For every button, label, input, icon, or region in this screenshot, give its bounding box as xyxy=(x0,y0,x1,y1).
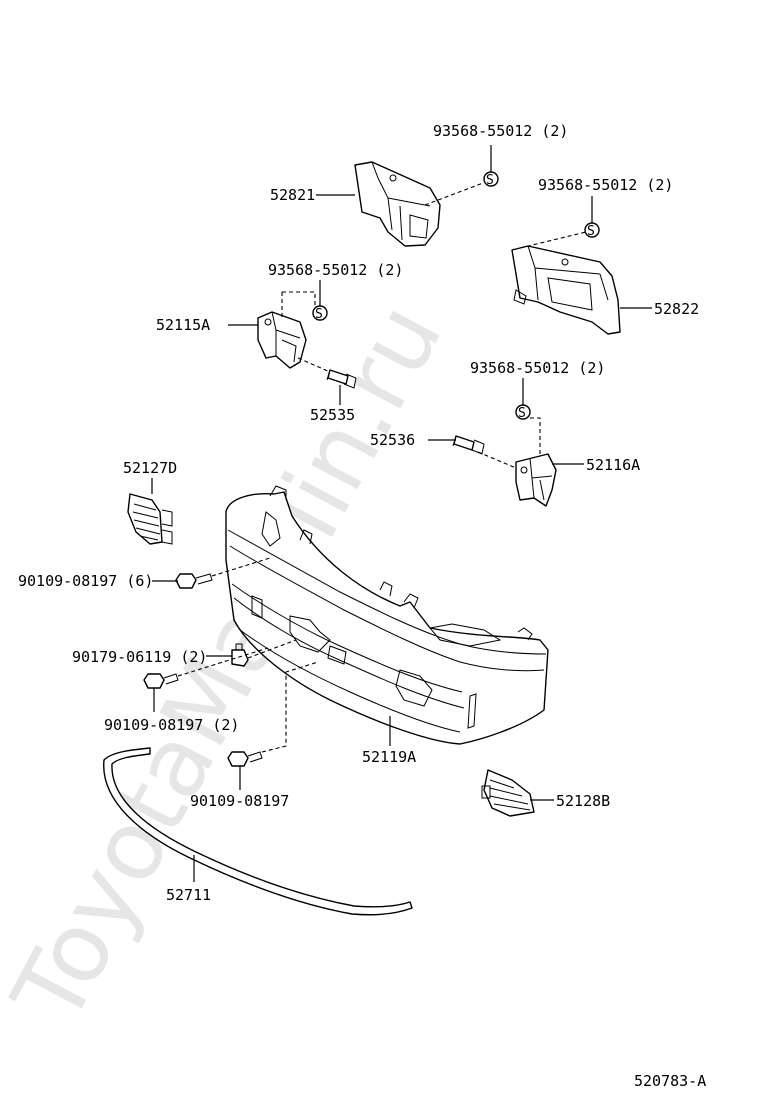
label-clip-b: 93568-55012 (2) xyxy=(538,176,673,194)
label-52822: 52822 xyxy=(654,300,699,318)
label-bolt-1: 90109-08197 xyxy=(190,792,289,810)
diagram-code: 520783-A xyxy=(634,1072,706,1090)
label-clip-nut: 90179-06119 (2) xyxy=(72,648,207,666)
clip-marker-a: S xyxy=(483,171,499,188)
clip-marker-d: S xyxy=(515,404,531,421)
retainer-52115A xyxy=(257,311,307,369)
clip-marker-letter: S xyxy=(486,173,494,188)
fastener-52535 xyxy=(326,369,357,389)
label-52116A: 52116A xyxy=(586,456,640,474)
label-52128B: 52128B xyxy=(556,792,610,810)
clip-marker-b: S xyxy=(584,222,600,239)
bumper-cover-52119A xyxy=(225,485,549,745)
bolt-90109-08197-2 xyxy=(143,673,179,689)
bolt-90109-08197 xyxy=(227,751,263,767)
label-52127D: 52127D xyxy=(123,459,177,477)
label-clip-a: 93568-55012 (2) xyxy=(433,122,568,140)
label-52821: 52821 xyxy=(270,186,315,204)
label-52115A: 52115A xyxy=(156,316,210,334)
grille-52128B xyxy=(481,769,535,817)
fastener-52536 xyxy=(452,435,485,455)
clip-nut-90179-06119 xyxy=(231,643,249,667)
label-clip-d: 93568-55012 (2) xyxy=(470,359,605,377)
clip-marker-letter: S xyxy=(315,307,323,322)
clip-marker-c: S xyxy=(312,305,328,322)
label-bolt-6: 90109-08197 (6) xyxy=(18,572,153,590)
bolt-90109-08197-6 xyxy=(175,573,213,589)
label-52711: 52711 xyxy=(166,886,211,904)
clip-marker-letter: S xyxy=(518,406,526,421)
grille-52127D xyxy=(127,493,173,545)
bracket-52822 xyxy=(511,245,621,335)
label-clip-c: 93568-55012 (2) xyxy=(268,261,403,279)
label-bolt-2: 90109-08197 (2) xyxy=(104,716,239,734)
moulding-52711 xyxy=(103,747,413,916)
bracket-52821 xyxy=(354,161,441,247)
label-52119A: 52119A xyxy=(362,748,416,766)
retainer-52116A xyxy=(515,453,557,507)
label-52535: 52535 xyxy=(310,406,355,424)
clip-marker-letter: S xyxy=(587,224,595,239)
label-52536: 52536 xyxy=(370,431,415,449)
